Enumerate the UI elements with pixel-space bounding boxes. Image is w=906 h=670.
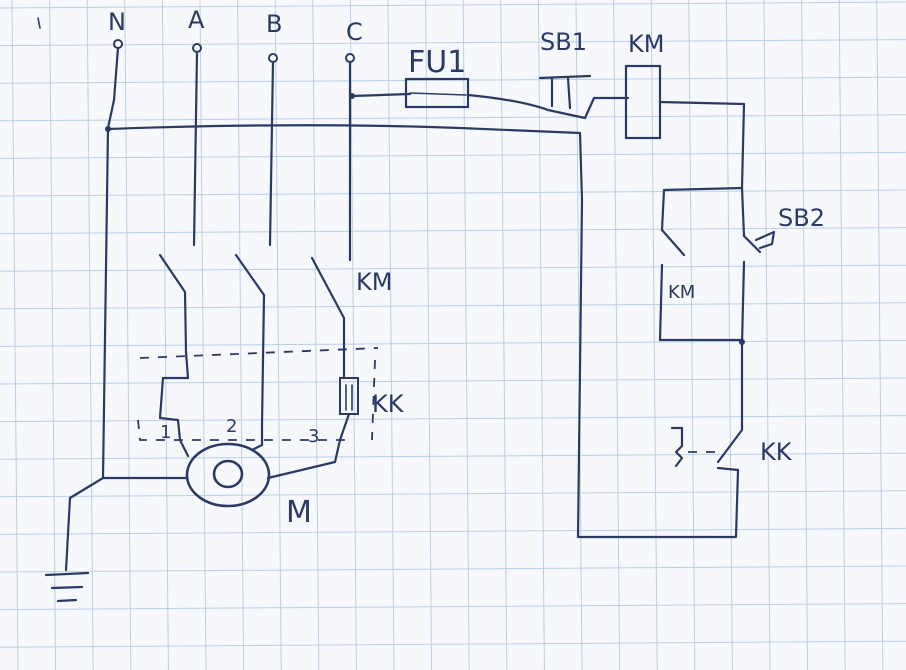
sb1-plunger — [550, 76, 572, 110]
ground-symbol — [44, 571, 90, 603]
phase-b-wire — [268, 60, 275, 247]
thermal-relay-label: KK — [372, 390, 405, 418]
start-button-label: SB2 — [778, 204, 825, 232]
neutral-wire — [101, 46, 120, 480]
control-wire-sb1-km — [583, 96, 630, 120]
terminal-a-label: A — [188, 6, 205, 34]
ground-wire — [64, 476, 105, 572]
km-coil — [624, 64, 662, 140]
thermal-element-lead — [338, 412, 351, 442]
hold-branch-top — [660, 186, 744, 257]
motor-terminal-box — [137, 419, 350, 441]
sb2-actuator — [754, 230, 776, 250]
control-wire-c — [350, 92, 412, 98]
motor-lead-2 — [250, 423, 264, 452]
main-contacts-label: KM — [356, 268, 392, 296]
sb1-actuator-bar — [538, 74, 592, 80]
motor-housing — [185, 442, 271, 508]
neutral-bus-wire — [106, 124, 584, 539]
pen-mark — [37, 17, 41, 29]
main-contact-b — [234, 253, 266, 427]
control-return-wire — [576, 466, 740, 539]
terminal-c — [345, 53, 355, 63]
terminal-n-label: N — [108, 8, 126, 36]
main-contact-c — [310, 256, 346, 380]
thermal-contact-actuator — [670, 426, 684, 468]
motor-terminal-3: 3 — [308, 426, 319, 447]
motor-label: M — [286, 495, 312, 530]
sb2-contact — [740, 186, 762, 254]
terminal-b-label: B — [266, 10, 282, 38]
terminal-c-label: C — [346, 18, 363, 46]
fuse-element — [409, 92, 467, 96]
control-wire-fuse-sb1 — [466, 93, 587, 120]
fuse-fu1 — [404, 77, 470, 109]
control-wire-coil-sb2 — [658, 100, 746, 190]
fuse-label: FU1 — [408, 45, 466, 80]
thermal-contact-label: KK — [760, 438, 793, 466]
hold-contact-label: KM — [668, 282, 695, 303]
terminal-a — [192, 43, 202, 53]
contact-linkage — [139, 347, 379, 359]
motor-terminal-1: 1 — [160, 422, 171, 443]
terminal-n — [113, 39, 123, 49]
terminal-b — [268, 53, 278, 63]
sb2-branch-bottom — [740, 260, 746, 346]
motor-terminal-2: 2 — [226, 416, 237, 437]
thermal-heater-a — [158, 350, 190, 442]
motor-lead-1 — [178, 438, 190, 458]
stop-button-label: SB1 — [540, 28, 587, 56]
phase-a-wire — [192, 50, 199, 247]
coil-label: KM — [628, 30, 664, 58]
main-contact-a — [158, 253, 188, 354]
thermal-element-hatch — [345, 384, 353, 411]
motor-lead-3 — [266, 438, 342, 480]
hold-branch-bottom — [658, 263, 744, 342]
thermal-relay-element — [339, 377, 359, 415]
motor-rotor — [212, 459, 244, 489]
thermal-contact — [716, 340, 744, 464]
thermal-linkage — [371, 359, 376, 441]
